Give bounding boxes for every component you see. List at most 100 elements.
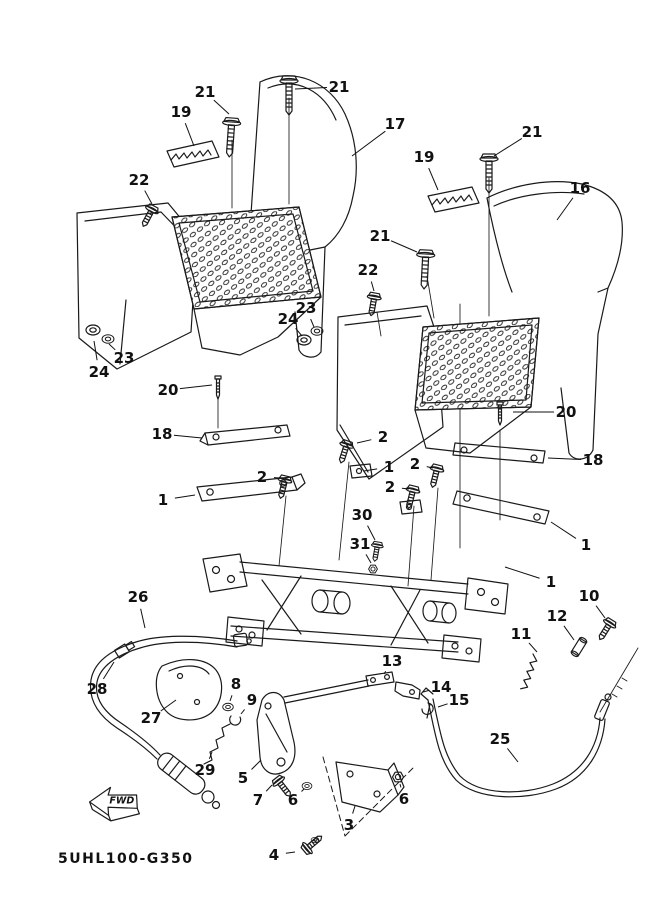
washer-23-right [310, 326, 324, 336]
part-callout-20-15: 20 [556, 403, 577, 421]
callout-leader-15-38 [437, 703, 448, 708]
part-callout-21-1: 21 [195, 83, 216, 101]
part-callout-14-37: 14 [431, 678, 452, 696]
part-callout-19-2: 19 [171, 103, 192, 121]
part-callout-18-17: 18 [583, 451, 604, 469]
clevis-joint-14 [394, 681, 421, 700]
callout-leader-21-0 [294, 87, 328, 90]
cover-plate-27 [155, 659, 223, 721]
part-callout-1-23: 1 [158, 491, 168, 509]
callout-leader-2-18 [356, 439, 372, 444]
part-callout-2-22: 2 [257, 468, 267, 486]
callout-leader-27-33 [160, 699, 177, 712]
callout-leader-9-35 [240, 709, 245, 715]
cable-end-axis [599, 647, 639, 713]
part-callout-11-30: 11 [511, 625, 532, 643]
clip-9 [229, 715, 242, 726]
footrest-panel-right [486, 181, 623, 460]
part-callout-27-33: 27 [141, 709, 162, 727]
callout-leader-1-24 [550, 521, 577, 539]
part-callout-25-41: 25 [490, 730, 511, 748]
part-callout-22-7: 22 [129, 171, 150, 189]
callout-leader-8-34 [229, 695, 233, 702]
callout-leader-3-45 [352, 805, 356, 814]
part-callout-2-20: 2 [410, 455, 420, 473]
part-callout-30-26: 30 [352, 506, 373, 524]
callout-leader-22-9 [370, 281, 375, 292]
callout-leader-16-6 [556, 197, 574, 221]
lever-rod [283, 679, 370, 704]
cable-boot [157, 752, 206, 795]
washer-6-left [301, 782, 313, 790]
part-callout-2-21: 2 [385, 478, 395, 496]
callout-leader-24-11 [295, 327, 303, 337]
callout-leader-18-16 [173, 434, 203, 439]
part-callout-21-0: 21 [329, 78, 350, 96]
screw-20-left [214, 375, 222, 400]
part-callout-21-4: 21 [522, 123, 543, 141]
part-callout-12-29: 12 [547, 607, 568, 625]
callout-leader-2-21 [401, 487, 410, 490]
callout-leader-23-12 [108, 343, 116, 351]
callout-leader-23-10 [310, 318, 315, 328]
bolt-22-left [136, 202, 161, 231]
part-callout-8-34: 8 [231, 675, 241, 693]
callout-leader-17-3 [351, 130, 386, 157]
callout-leader-25-41 [507, 748, 519, 763]
part-callout-21-8: 21 [370, 227, 391, 245]
part-callout-4-46: 4 [269, 846, 279, 864]
dashed-guides [322, 756, 415, 837]
callout-leader-30-26 [367, 525, 376, 541]
spring-29 [203, 723, 231, 765]
callout-leader-5-40 [251, 759, 262, 770]
callout-leader-29-39 [208, 751, 213, 759]
washer-23-left [101, 334, 115, 344]
spring-11 [520, 653, 538, 690]
tread-plate-left [171, 206, 322, 356]
frame-assembly [202, 553, 509, 663]
screw-20-right [496, 401, 504, 426]
flange-bolt-21-b [219, 116, 242, 159]
part-callout-1-19: 1 [384, 458, 394, 476]
part-callout-28-32: 28 [87, 680, 108, 698]
callout-leader-1-19 [363, 468, 378, 472]
part-callout-16-6: 16 [570, 179, 591, 197]
callout-leader-1-25 [504, 566, 540, 579]
callout-leader-7-42 [265, 784, 273, 792]
callout-leader-28-32 [102, 661, 115, 680]
part-callout-31-27: 31 [350, 535, 371, 553]
washer-8 [222, 702, 234, 712]
callout-leader-13-36 [383, 670, 387, 675]
fwd-arrow: FWD [89, 786, 140, 822]
bolt-4 [298, 830, 327, 857]
callout-leader-21-1 [213, 99, 230, 115]
callout-leader-6-43 [301, 788, 305, 792]
part-callout-17-3: 17 [385, 115, 406, 133]
part-callout-6-43: 6 [288, 791, 298, 809]
part-callout-24-11: 24 [278, 310, 299, 328]
flange-bolt-21-d [414, 248, 436, 291]
callout-leader-1-23 [174, 494, 196, 499]
cable-adjuster-28 [113, 640, 136, 659]
callout-leader-12-29 [563, 625, 575, 641]
part-callout-1-25: 1 [546, 573, 556, 591]
callout-leader-19-5 [428, 167, 439, 191]
part-callout-26-31: 26 [128, 588, 149, 606]
part-callout-23-12: 23 [114, 349, 135, 367]
bracket-3 [335, 761, 405, 813]
part-callout-5-40: 5 [238, 769, 248, 787]
part-callout-15-38: 15 [449, 691, 470, 709]
cable-25 [420, 687, 612, 798]
cable-26 [89, 632, 252, 810]
nut-31 [368, 564, 378, 574]
assembly-guide-lines [217, 97, 501, 587]
diagram-code: 5UHL100-G350 [58, 851, 194, 867]
part-callout-3-45: 3 [344, 816, 354, 834]
bolt-30 [368, 540, 385, 563]
callout-leader-6-44 [399, 783, 402, 788]
washer-24-right [296, 334, 312, 346]
part-callout-2-18: 2 [378, 428, 388, 446]
bolt-10 [593, 615, 619, 644]
